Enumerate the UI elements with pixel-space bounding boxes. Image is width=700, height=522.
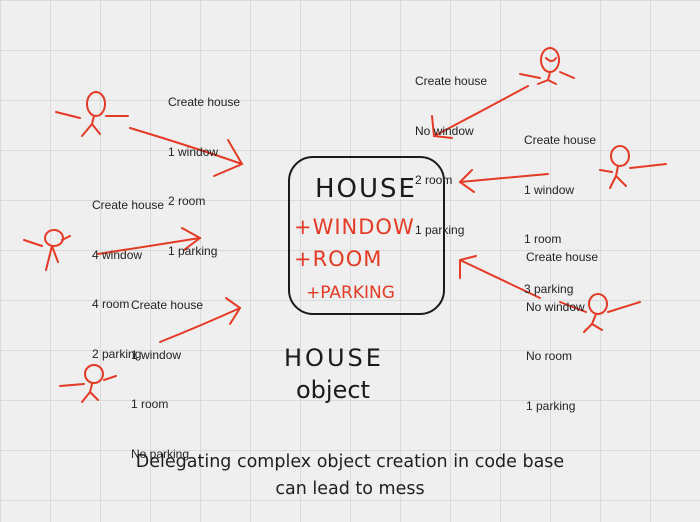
note-line: 1 parking — [526, 398, 598, 415]
note-line: 1 window — [168, 144, 240, 161]
note-line: Create house — [526, 249, 598, 266]
house-box-title: HOUSE — [315, 174, 417, 204]
note-line: 2 room — [415, 172, 487, 189]
note-low-left: Create house 1 window 1 room No parking — [131, 264, 203, 479]
house-box-item-parking: +PARKING — [306, 283, 395, 303]
stick-figure-icon — [600, 146, 666, 188]
house-object-label-line1: HOUSE — [284, 344, 384, 372]
caption: Delegating complex object creation in co… — [0, 449, 700, 503]
note-top-right: Create house No window 2 room 1 parking — [415, 40, 487, 255]
note-line: 2 room — [168, 193, 240, 210]
note-line: No window — [526, 299, 598, 316]
note-low-right: Create house No window No room 1 parking — [526, 216, 598, 431]
caption-line-2: can lead to mess — [0, 476, 700, 503]
stick-figure-icon — [520, 48, 574, 84]
note-line: No window — [415, 123, 487, 140]
note-line: Create house — [92, 197, 164, 214]
note-top-left: Create house 1 window 2 room 1 parking — [168, 61, 240, 276]
note-line: 1 window — [524, 182, 596, 199]
note-line: No room — [526, 348, 598, 365]
note-line: 1 parking — [415, 222, 487, 239]
note-line: Create house — [131, 297, 203, 314]
caption-line-1: Delegating complex object creation in co… — [0, 449, 700, 476]
note-line: Create house — [415, 73, 487, 90]
house-box-item-window: +WINDOW — [294, 215, 415, 239]
note-line: 1 room — [131, 396, 203, 413]
stick-figure-icon — [56, 92, 128, 136]
stick-figure-icon — [24, 230, 70, 270]
note-line: Create house — [524, 132, 596, 149]
note-line: Create house — [168, 94, 240, 111]
note-line: 1 parking — [168, 243, 240, 260]
house-object-label-line2: object — [296, 376, 370, 404]
note-line: 1 window — [131, 347, 203, 364]
note-line: 4 window — [92, 247, 164, 264]
house-box-item-room: +ROOM — [294, 247, 382, 271]
